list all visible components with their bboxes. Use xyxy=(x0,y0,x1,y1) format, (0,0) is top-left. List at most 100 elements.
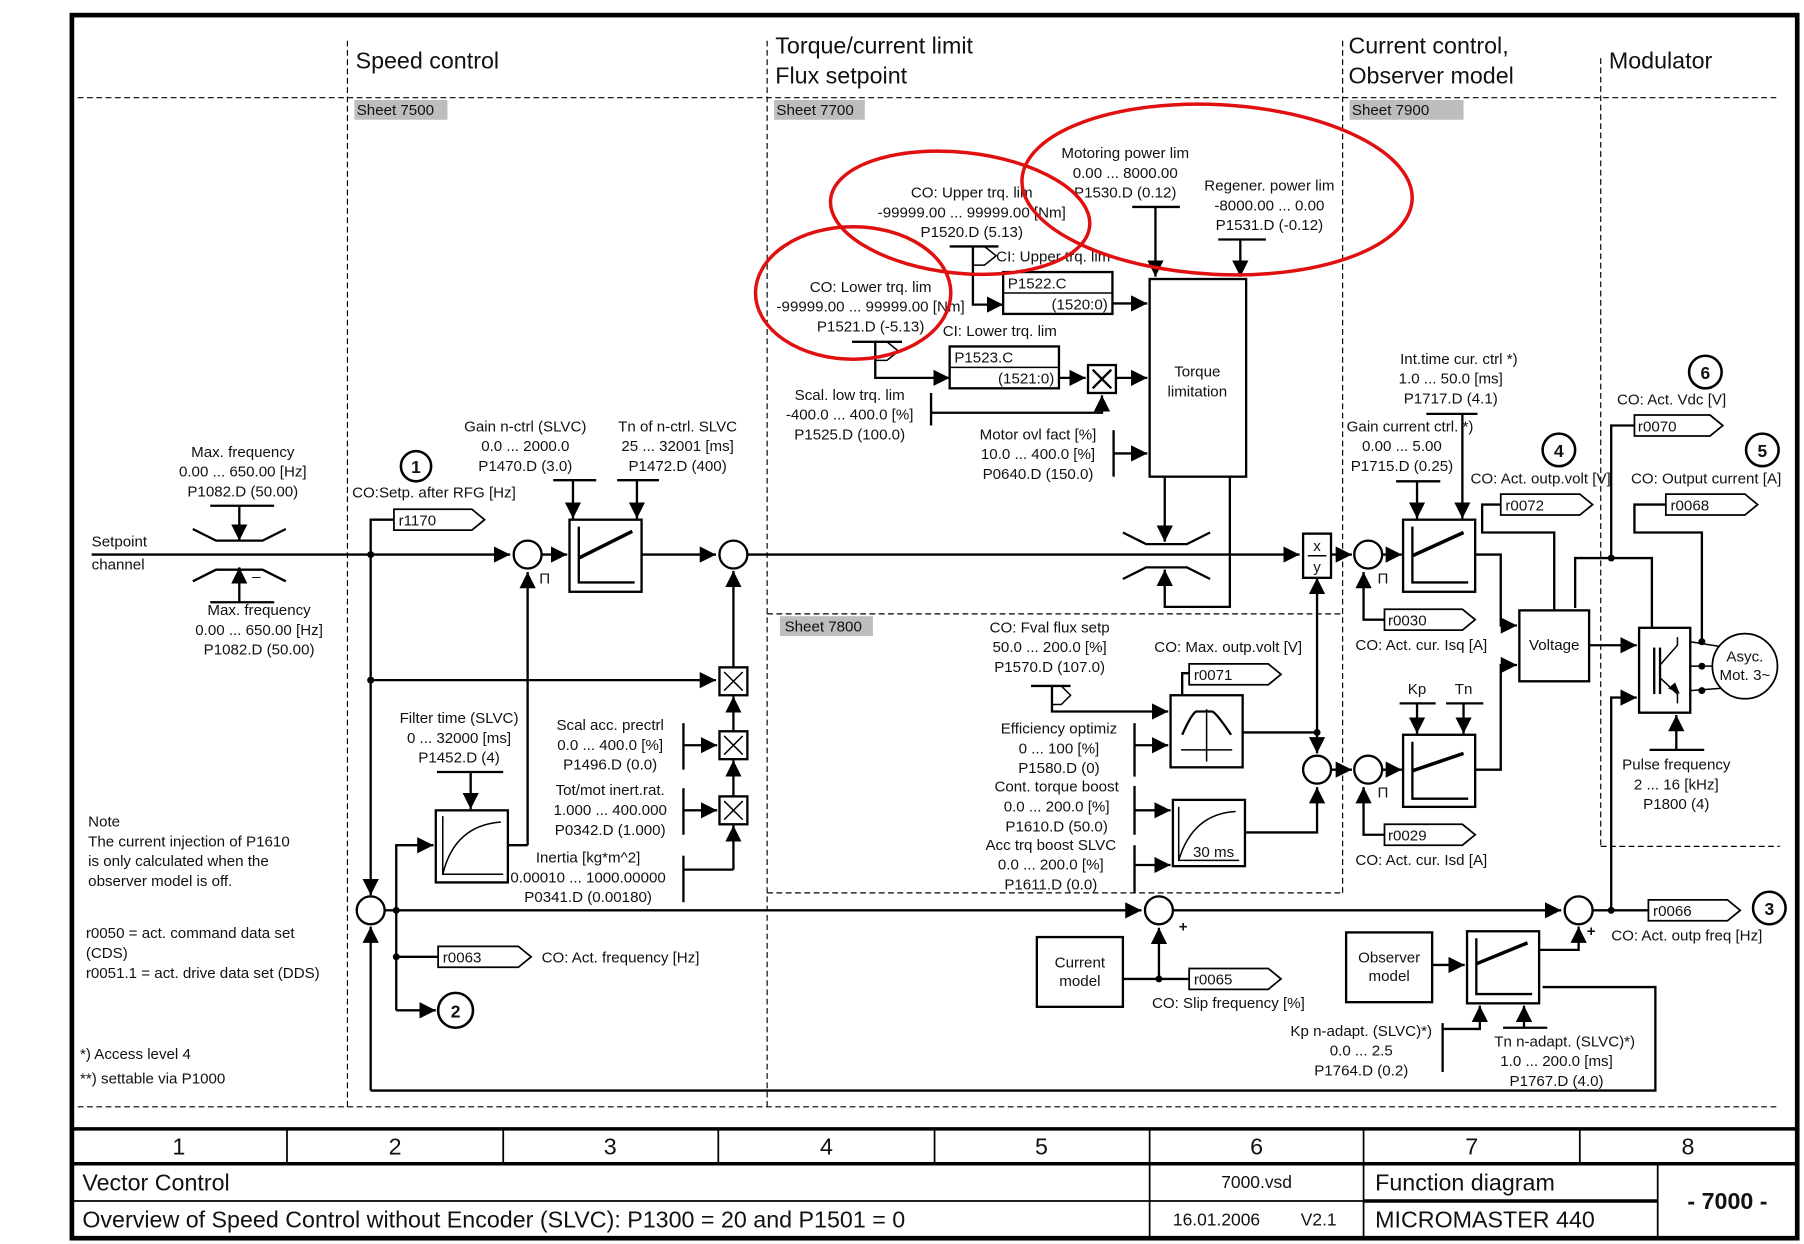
svg-text:model: model xyxy=(1369,968,1410,985)
kp-label: Kp xyxy=(1408,681,1426,698)
annotation-ellipse-power-lim xyxy=(1020,102,1414,277)
torque-lower-limiter-icon xyxy=(1122,566,1211,581)
svg-text:P1522.C: P1522.C xyxy=(1008,275,1067,292)
svg-text:0.00 ... 650.00 [Hz]: 0.00 ... 650.00 [Hz] xyxy=(179,464,307,481)
summing-point-isq xyxy=(1353,539,1384,570)
annotation-ellipse-lower-trq xyxy=(753,224,953,361)
svg-text:0.0 ... 400.0 [%]: 0.0 ... 400.0 [%] xyxy=(557,737,663,754)
tn-label: Tn xyxy=(1455,681,1473,698)
connector-r0072[interactable]: r0072 xyxy=(1499,493,1594,516)
footer-title: Vector Control xyxy=(82,1170,229,1196)
svg-text:0.0 ... 2.5: 0.0 ... 2.5 xyxy=(1330,1043,1393,1060)
svg-text:r1170: r1170 xyxy=(399,513,437,530)
svg-text:Note: Note xyxy=(88,814,120,831)
connector-r0030[interactable]: r0030 xyxy=(1383,608,1477,632)
svg-text:**) settable via P1000: **) settable via P1000 xyxy=(80,1071,225,1088)
summing-point-slip xyxy=(1143,895,1175,926)
cont-torque-label: Cont. torque boost 0.0 ... 200.0 [%] P16… xyxy=(994,779,1119,836)
multiplier-2 xyxy=(718,730,749,761)
sheet-label-7700: Sheet 7700 xyxy=(774,99,865,120)
connector-r0070[interactable]: r0070 xyxy=(1633,414,1725,437)
inverter-block xyxy=(1637,626,1692,714)
multiplier-lower-trq xyxy=(1086,363,1118,395)
param-p1523[interactable]: P1523.C (1521:0) xyxy=(948,345,1061,390)
act-outp-volt-label: CO: Act. outp.volt [V] xyxy=(1471,471,1611,488)
connector-r0065[interactable]: r0065 xyxy=(1188,967,1283,991)
svg-text:P1580.D (0): P1580.D (0) xyxy=(1018,760,1099,777)
act-isq-label: CO: Act. cur. Isq [A] xyxy=(1355,637,1487,654)
motor-ovl-label: Motor ovl fact [%] 10.0 ... 400.0 [%] P0… xyxy=(980,426,1097,483)
header-current-control: Current control, xyxy=(1348,32,1508,58)
nadapt-pi-controller xyxy=(1465,930,1541,1005)
footer-table: 1 2 3 4 5 6 7 8 Vector Control Overview … xyxy=(71,1127,1798,1239)
dataset-note: r0050 = act. command data set (CDS) r005… xyxy=(86,925,320,982)
svg-text:observer model is off.: observer model is off. xyxy=(88,873,232,890)
svg-text:P1764.D (0.2): P1764.D (0.2) xyxy=(1314,1062,1408,1079)
connector-r0029[interactable]: r0029 xyxy=(1383,823,1477,847)
svg-text:Current: Current xyxy=(1055,954,1106,971)
header-torque-limit: Torque/current limit xyxy=(775,32,973,58)
marker-6: 6 xyxy=(1687,354,1723,390)
svg-text:4: 4 xyxy=(1554,441,1564,461)
upper-limiter-icon xyxy=(192,527,287,542)
ci-upper-label: CI: Upper trq. lim xyxy=(996,249,1110,266)
svg-text:P1520.D (5.13): P1520.D (5.13) xyxy=(921,224,1023,241)
setpoint-channel-label: channel xyxy=(92,557,145,574)
section-dividers xyxy=(77,40,1780,1108)
inertia-label: Inertia [kg*m^2] 0.00010 ... 1000.00000 … xyxy=(510,850,665,907)
svg-text:CO: Upper trq. lim: CO: Upper trq. lim xyxy=(911,185,1033,202)
connector-r0068[interactable]: r0068 xyxy=(1664,493,1760,516)
tn-nctrl-label: Tn of n-ctrl. SLVC 25 ... 32001 [ms] P14… xyxy=(618,418,737,475)
ci-lower-label: CI: Lower trq. lim xyxy=(943,323,1057,340)
svg-text:P1525.D (100.0): P1525.D (100.0) xyxy=(794,426,905,443)
svg-text:Mot. 3~: Mot. 3~ xyxy=(1719,667,1770,684)
svg-text:Gain n-ctrl (SLVC): Gain n-ctrl (SLVC) xyxy=(464,418,586,435)
upper-trq-lim-label: CO: Upper trq. lim -99999.00 ... 99999.0… xyxy=(878,185,1066,242)
header-flux-setpoint: Flux setpoint xyxy=(775,63,907,89)
svg-text:*) Access level 4: *) Access level 4 xyxy=(80,1046,191,1063)
svg-text:Sheet 7800: Sheet 7800 xyxy=(785,618,862,635)
footer-subtitle: Overview of Speed Control without Encode… xyxy=(82,1207,905,1233)
svg-text:Motor ovl fact [%]: Motor ovl fact [%] xyxy=(980,426,1097,443)
connector-r1170[interactable]: r1170 xyxy=(393,508,486,532)
summing-point-flux xyxy=(1301,754,1333,785)
svg-text:-99999.00 ... 99999.00 [Nm]: -99999.00 ... 99999.00 [Nm] xyxy=(878,204,1066,221)
svg-text:r0063: r0063 xyxy=(443,950,482,967)
svg-text:r0029: r0029 xyxy=(1388,828,1427,845)
observer-model-block: Observer model xyxy=(1344,931,1434,1004)
svg-text:r0066: r0066 xyxy=(1653,903,1692,920)
svg-text:+: + xyxy=(1179,918,1188,935)
footer-col-8: 8 xyxy=(1681,1133,1694,1159)
note-block: Note The current injection of P1610 is o… xyxy=(88,814,290,890)
svg-text:50.0 ... 200.0 [%]: 50.0 ... 200.0 [%] xyxy=(993,639,1107,656)
kp-nadapt-label: Kp n-adapt. (SLVC)*) 0.0 ... 2.5 P1764.D… xyxy=(1290,1023,1432,1080)
connector-r0066[interactable]: r0066 xyxy=(1647,898,1742,922)
svg-text:CO: Fval flux setp: CO: Fval flux setp xyxy=(990,619,1110,636)
marker-2: 2 xyxy=(436,991,475,1030)
sheet-label-7500: Sheet 7500 xyxy=(354,99,448,120)
footer-col-1: 1 xyxy=(172,1133,185,1159)
svg-text:1.0 ... 200.0 [ms]: 1.0 ... 200.0 [ms] xyxy=(1500,1053,1613,1070)
summing-point-outp-freq xyxy=(1563,895,1594,926)
current-pi-controller-d xyxy=(1401,733,1477,809)
sheet-label-7900: Sheet 7900 xyxy=(1349,99,1464,120)
svg-text:P1610.D (50.0): P1610.D (50.0) xyxy=(1005,818,1107,835)
svg-text:P1767.D (4.0): P1767.D (4.0) xyxy=(1510,1073,1604,1090)
svg-text:P1531.D (-0.12): P1531.D (-0.12) xyxy=(1216,217,1324,234)
svg-text:CO: Lower trq. lim: CO: Lower trq. lim xyxy=(810,279,932,296)
svg-text:Observer: Observer xyxy=(1358,950,1420,967)
param-p1522[interactable]: P1522.C (1520:0) xyxy=(1001,270,1114,316)
connector-r0063[interactable]: r0063 xyxy=(437,945,533,969)
svg-text:Tot/mot inert.rat.: Tot/mot inert.rat. xyxy=(556,782,665,799)
max-frequency-lower: Max. frequency 0.00 ... 650.00 [Hz] P108… xyxy=(195,602,323,659)
svg-text:Max. frequency: Max. frequency xyxy=(191,444,295,461)
marker-1: 1 xyxy=(399,449,433,483)
connector-r0071[interactable]: r0071 xyxy=(1188,662,1283,686)
header-modulator: Modulator xyxy=(1609,48,1713,74)
svg-text:Tn of n-ctrl. SLVC: Tn of n-ctrl. SLVC xyxy=(618,418,737,435)
scal-acc-label: Scal acc. prectrl 0.0 ... 400.0 [%] P149… xyxy=(556,717,663,774)
svg-text:P1082.D (50.00): P1082.D (50.00) xyxy=(204,642,315,659)
fval-flux-label: CO: Fval flux setp 50.0 ... 200.0 [%] P1… xyxy=(990,619,1110,676)
svg-text:Sheet 7500: Sheet 7500 xyxy=(357,102,434,119)
svg-text:P1523.C: P1523.C xyxy=(954,350,1013,367)
